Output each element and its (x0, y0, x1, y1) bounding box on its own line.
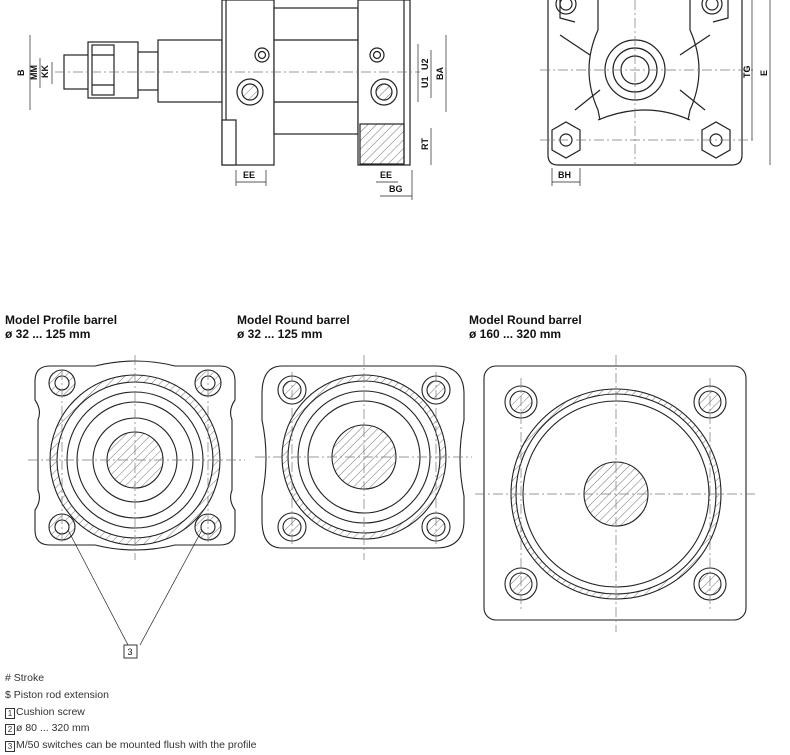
legend-symbol: # (5, 672, 11, 684)
profile-barrel-section-drawing (28, 355, 245, 659)
end-view-dimension-labels: BH TG E (558, 66, 769, 181)
section-caption-round-large: Model Round barrel ø 160 ... 320 mm (469, 313, 582, 341)
dim-label-b: B (16, 69, 26, 76)
legend-text: ø 80 ... 320 mm (16, 722, 90, 735)
dim-label-ee-right: EE (380, 170, 392, 180)
round-barrel-large-drawing (475, 355, 755, 632)
callout-number: 3 (128, 647, 133, 657)
round-barrel-small-drawing (255, 355, 472, 560)
section-range: ø 32 ... 125 mm (5, 327, 91, 341)
side-view-drawing (29, 0, 447, 200)
section-caption-profile: Model Profile barrel ø 32 ... 125 mm (5, 313, 117, 341)
legend-symbol-box: 1 (5, 707, 15, 719)
end-view-drawing (540, 0, 771, 186)
section-title: Model Round barrel (469, 313, 582, 327)
legend-text: Piston rod extension (13, 688, 109, 701)
legend-symbol-box: 2 (5, 724, 15, 736)
dim-label-rt: RT (420, 138, 430, 150)
legend-text: Cushion screw (16, 705, 85, 718)
dim-label-e: E (759, 70, 769, 76)
legend-text: M/50 switches can be mounted flush with … (16, 739, 257, 752)
section-title: Model Profile barrel (5, 313, 118, 327)
legend-symbol-box: 3 (5, 741, 15, 753)
legend-text: Stroke (13, 672, 45, 684)
section-range: ø 160 ... 320 mm (469, 327, 562, 341)
dim-label-bg: BG (389, 184, 403, 194)
legend-item-piston-rod: $ Piston rod extension (5, 687, 256, 704)
section-title: Model Round barrel (237, 313, 350, 327)
dim-label-tg: TG (742, 66, 752, 79)
dim-label-mm: MM (29, 65, 39, 80)
legend-item-stroke: # Stroke (5, 670, 256, 687)
section-range: ø 32 ... 125 mm (237, 327, 323, 341)
dim-label-bh: BH (558, 170, 571, 180)
dim-label-ee-left: EE (243, 170, 255, 180)
section-caption-round-small: Model Round barrel ø 32 ... 125 mm (237, 313, 350, 341)
dim-label-u2: U2 (420, 58, 430, 70)
side-view-dimension-labels: B MM KK U1 U2 BA RT EE EE BG (16, 58, 445, 194)
dim-label-ba: BA (435, 67, 445, 80)
dim-label-kk: KK (40, 65, 50, 78)
dim-label-u1: U1 (420, 76, 430, 88)
legend-symbol: $ (5, 688, 11, 701)
